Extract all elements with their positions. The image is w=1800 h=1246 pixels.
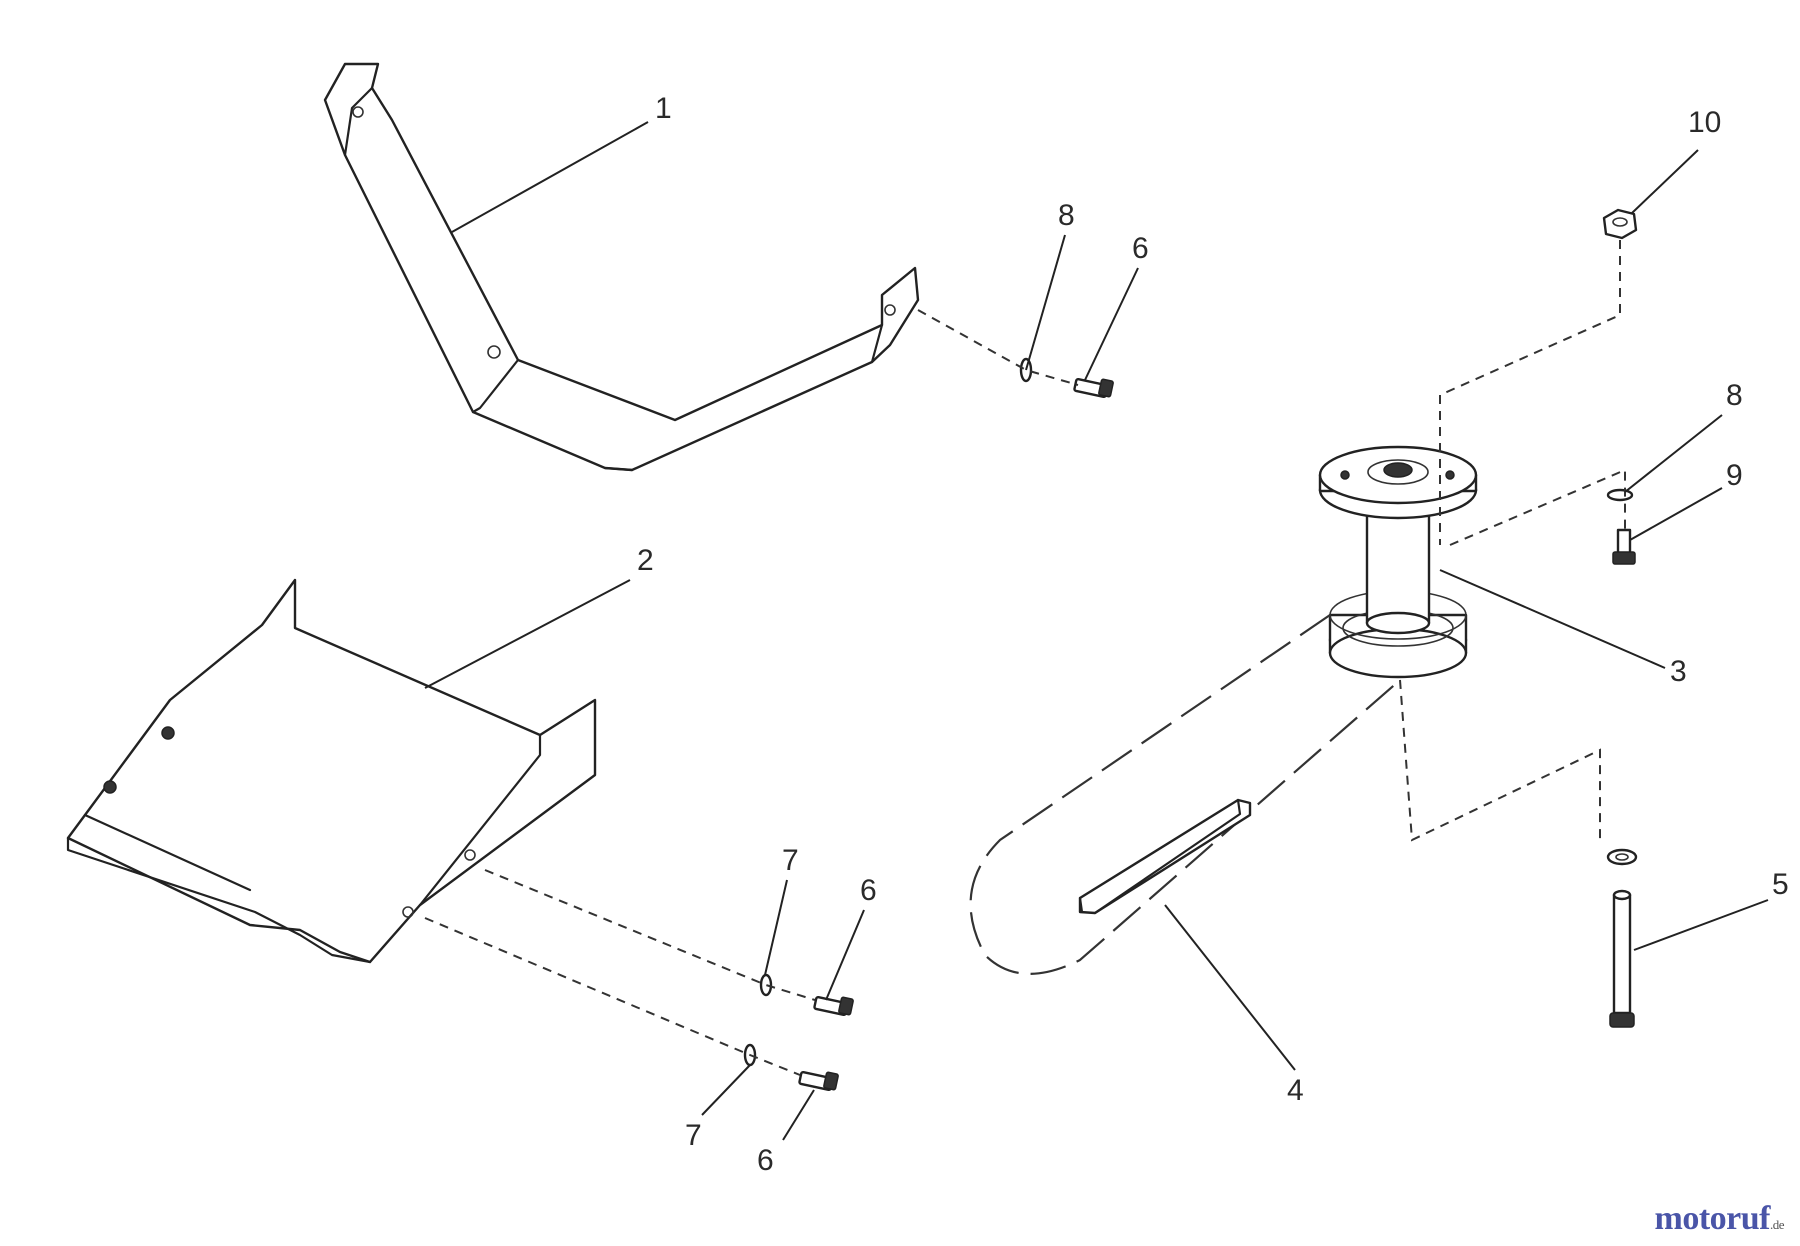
callout-7-upper: 7 [782,844,799,877]
assembly-lines [424,240,1626,1076]
part-3-spindle-pulley [1318,445,1478,679]
callout-4: 4 [1287,1074,1304,1107]
callout-6-top: 6 [1132,232,1149,265]
callout-5: 5 [1772,868,1789,901]
part-1-bracket [323,62,920,472]
callout-9: 9 [1726,459,1743,492]
watermark-brand: motoruf [1654,1200,1771,1237]
part-9-screw [1612,528,1636,565]
watermark-tld: .de [1769,1217,1785,1232]
callout-1: 1 [655,92,672,125]
leader-lines [424,121,1769,1141]
part-4-belt [969,614,1401,975]
callout-labels: 1 2 3 4 5 6 6 6 7 7 8 8 9 10 [637,92,1789,1177]
callout-8-right: 8 [1726,379,1743,412]
part-6-bolt [798,377,1114,1092]
callout-3: 3 [1670,655,1687,688]
callout-6-mid: 6 [860,874,877,907]
part-7-washer [743,973,773,1067]
callout-8-left: 8 [1058,199,1075,232]
part-2-guard [66,578,597,964]
callout-7-lower: 7 [685,1119,702,1152]
callout-10: 10 [1688,106,1721,139]
watermark-logo: motoruf.de [1655,1200,1785,1238]
callout-6-bottom: 6 [757,1144,774,1177]
part-10-nut [1602,208,1638,240]
callout-2: 2 [637,544,654,577]
part-5-bolt [1606,848,1638,1028]
